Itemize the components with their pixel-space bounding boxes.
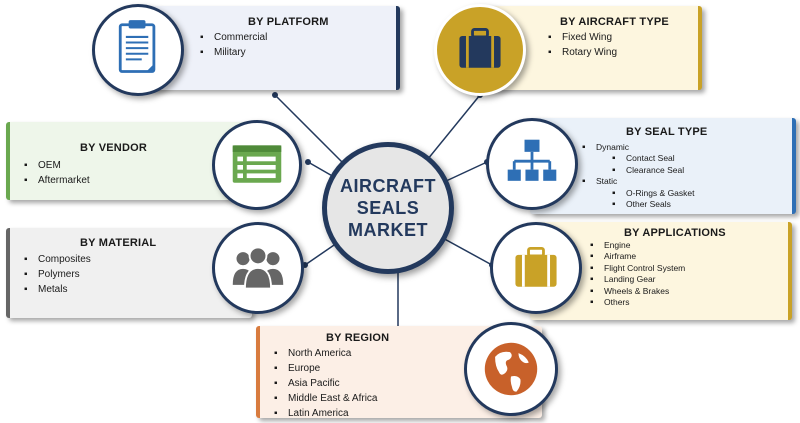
- clipboard-icon: [118, 20, 156, 73]
- seal-type-box: BY SEAL TYPE Dynamic Contact Seal Cleara…: [530, 118, 796, 214]
- seal-type-static: Static: [582, 176, 695, 188]
- list-item: Fixed Wing: [548, 30, 617, 45]
- center-market-title: AIRCRAFT SEALS MARKET: [340, 176, 436, 240]
- list-item: Landing Gear: [590, 274, 685, 286]
- list-item: Clearance Seal: [582, 165, 695, 177]
- region-icon-circle: [464, 322, 558, 416]
- platform-box: BY PLATFORM Commercial Military: [148, 6, 400, 90]
- list-item: Other Seals: [582, 199, 695, 211]
- seal-type-icon-circle: [486, 118, 578, 210]
- seal-type-dynamic: Dynamic: [582, 142, 695, 154]
- aircraft-type-list: Fixed Wing Rotary Wing: [548, 30, 617, 60]
- list-item: O-Rings & Gasket: [582, 188, 695, 200]
- list-item: Composites: [24, 252, 91, 267]
- vendor-icon-circle: [212, 120, 302, 210]
- list-window-icon: [232, 145, 282, 183]
- list-item: Engine: [590, 240, 685, 252]
- center-market-circle: AIRCRAFT SEALS MARKET: [322, 142, 454, 274]
- list-item: Wheels & Brakes: [590, 286, 685, 298]
- list-item: Contact Seal: [582, 153, 695, 165]
- list-item: Flight Control System: [590, 263, 685, 275]
- list-item: Polymers: [24, 267, 91, 282]
- list-item: Aftermarket: [24, 173, 90, 188]
- list-item: Military: [200, 45, 267, 60]
- material-icon-circle: [212, 222, 304, 314]
- material-list: Composites Polymers Metals: [24, 252, 91, 297]
- aircraft-type-title: BY AIRCRAFT TYPE: [560, 16, 669, 28]
- aircraft-type-icon-circle: [434, 4, 526, 96]
- list-item: Europe: [274, 361, 377, 376]
- platform-title: BY PLATFORM: [248, 16, 329, 28]
- vendor-list: OEM Aftermarket: [24, 158, 90, 188]
- list-item: Metals: [24, 282, 91, 297]
- list-item: Rotary Wing: [548, 45, 617, 60]
- applications-icon-circle: [490, 222, 582, 314]
- list-item: Middle East & Africa: [274, 391, 377, 406]
- region-title: BY REGION: [326, 332, 390, 344]
- globe-icon: [484, 342, 538, 396]
- platform-icon-circle: [92, 4, 184, 96]
- list-item: Commercial: [200, 30, 267, 45]
- hierarchy-icon: [507, 139, 557, 181]
- vendor-title: BY VENDOR: [80, 142, 147, 154]
- seal-type-list: Dynamic Contact Seal Clearance Seal Stat…: [582, 142, 695, 211]
- vendor-box: BY VENDOR OEM Aftermarket: [6, 122, 252, 200]
- region-list: North America Europe Asia Pacific Middle…: [274, 346, 377, 421]
- seal-type-title: BY SEAL TYPE: [626, 126, 708, 138]
- list-item: North America: [274, 346, 377, 361]
- list-item: Latin America: [274, 406, 377, 421]
- platform-list: Commercial Military: [200, 30, 267, 60]
- briefcase-icon: [459, 28, 501, 68]
- material-box: BY MATERIAL Composites Polymers Metals: [6, 228, 252, 318]
- list-item: Airframe: [590, 251, 685, 263]
- list-item: OEM: [24, 158, 90, 173]
- list-item: Others: [590, 297, 685, 309]
- briefcase-icon: [515, 246, 557, 287]
- material-title: BY MATERIAL: [80, 237, 157, 249]
- people-group-icon: [232, 246, 284, 290]
- applications-list: Engine Airframe Flight Control System La…: [590, 240, 685, 309]
- list-item: Asia Pacific: [274, 376, 377, 391]
- applications-title: BY APPLICATIONS: [624, 227, 726, 239]
